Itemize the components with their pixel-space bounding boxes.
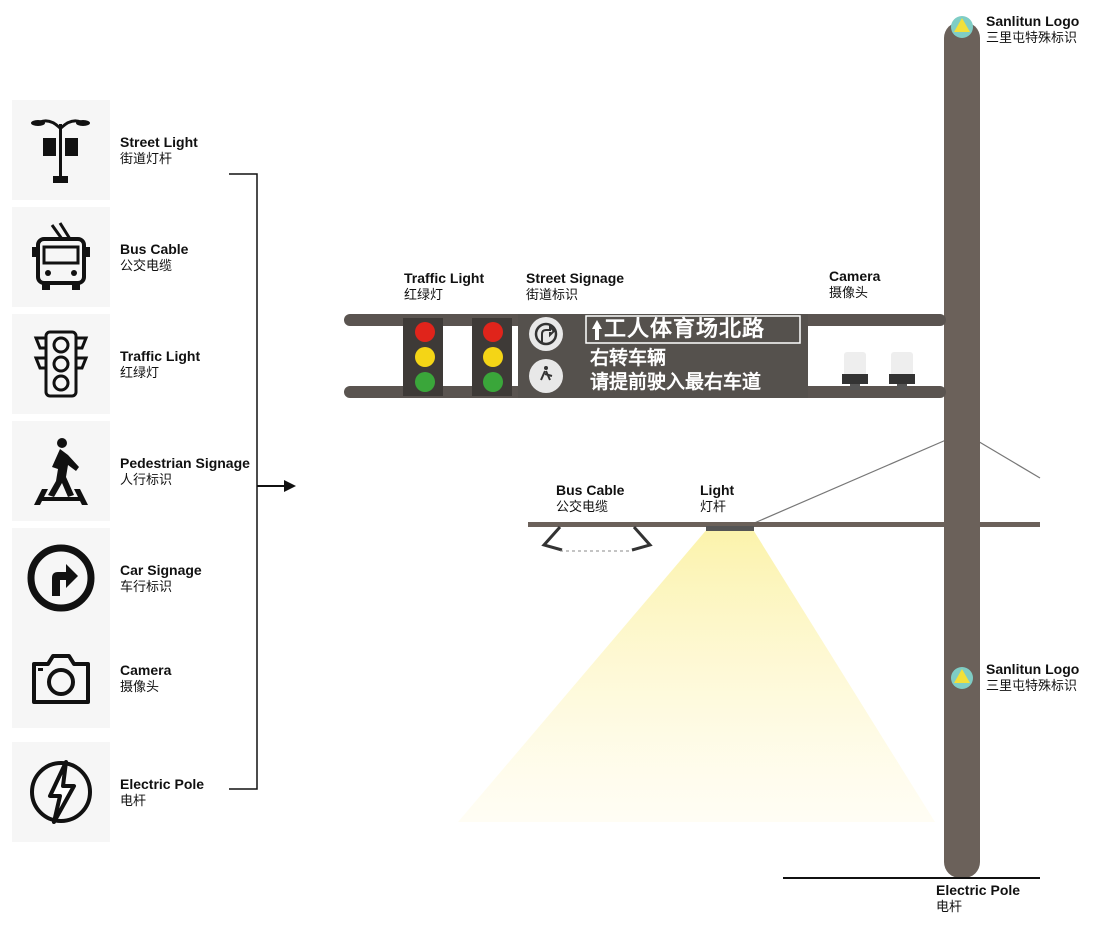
- label-en: Sanlitun Logo: [986, 13, 1080, 29]
- label-en: Bus Cable: [556, 482, 625, 498]
- label-light: Light 灯杆: [700, 482, 734, 515]
- legend-item-camera: Camera 摄像头: [0, 628, 240, 728]
- up-arrow-icon: [592, 320, 602, 340]
- electric-pole: [944, 22, 980, 878]
- legend-label-zh: 公交电缆: [120, 258, 173, 273]
- sign-line-1: 右转车辆: [590, 348, 667, 369]
- legend-label-zh: 红绿灯: [120, 365, 160, 380]
- legend-bracket: [229, 173, 258, 790]
- legend-tile: [12, 628, 110, 728]
- legend-item-pedestrian-signage: Pedestrian Signage 人行标识: [0, 421, 250, 521]
- label-bus-cable: Bus Cable 公交电缆: [556, 482, 624, 515]
- pedestrian-icon: [34, 438, 88, 505]
- legend-label-zh: 街道灯杆: [120, 151, 173, 166]
- sanlitun-logo-top: [951, 16, 973, 38]
- legend-label-zh: 摄像头: [120, 679, 160, 694]
- road-name-box: [585, 315, 801, 344]
- label-zh: 三里屯特殊标识: [986, 30, 1078, 45]
- legend-label-zh: 车行标识: [120, 579, 173, 594]
- street-lamp-head: [706, 526, 754, 531]
- label-en: Electric Pole: [936, 882, 1021, 898]
- legend-tile: [12, 742, 110, 842]
- legend-label-en: Electric Pole: [120, 776, 205, 792]
- legend-label-en: Car Signage: [120, 562, 202, 578]
- legend-label-zh: 电杆: [120, 793, 147, 808]
- legend-label-zh: 人行标识: [120, 472, 173, 487]
- overhead-cable: [975, 439, 1041, 479]
- label-camera: Camera 摄像头: [829, 268, 880, 301]
- traffic-light-1: [403, 318, 443, 396]
- label-en: Sanlitun Logo: [986, 661, 1080, 677]
- label-electric-pole: Electric Pole 电杆: [936, 882, 1020, 915]
- sign-pedestrian-icon: [529, 359, 563, 393]
- legend-tile: [12, 528, 110, 628]
- overhead-cable: [751, 439, 947, 525]
- arrow-right-icon: [284, 480, 296, 492]
- label-sanlitun-logo-top: Sanlitun Logo 三里屯特殊标识: [986, 13, 1079, 46]
- bus-cable-arm: [528, 522, 1040, 527]
- legend-tile: [12, 421, 110, 521]
- label-zh: 红绿灯: [404, 287, 444, 302]
- label-zh: 街道标识: [526, 287, 579, 302]
- legend-tile: [12, 100, 110, 200]
- label-en: Light: [700, 482, 735, 498]
- legend-item-car-signage: Car Signage 车行标识: [0, 528, 240, 628]
- street-light-icon: [31, 119, 90, 183]
- legend-tile: [12, 207, 110, 307]
- bus-icon: [32, 222, 90, 290]
- street-sign-panel: [518, 314, 808, 398]
- right-turn-arrow-icon: [27, 544, 95, 612]
- label-sanlitun-logo-mid: Sanlitun Logo 三里屯特殊标识: [986, 661, 1079, 694]
- light-beam: [458, 528, 935, 822]
- label-zh: 灯杆: [700, 499, 727, 514]
- label-traffic-light: Traffic Light 红绿灯: [404, 270, 484, 303]
- legend-label-en: Camera: [120, 662, 172, 678]
- camera-icon: [32, 654, 90, 704]
- label-zh: 电杆: [936, 899, 963, 914]
- legend-label-en: Traffic Light: [120, 348, 201, 364]
- camera-2: [889, 352, 915, 390]
- label-en: Traffic Light: [404, 270, 485, 286]
- legend-item-traffic-light: Traffic Light 红绿灯: [0, 314, 240, 414]
- camera-1: [842, 352, 868, 390]
- legend-item-bus-cable: Bus Cable 公交电缆: [0, 207, 240, 307]
- legend-item-street-light: Street Light 街道灯杆: [0, 100, 240, 200]
- label-zh: 公交电缆: [556, 499, 609, 514]
- sign-road-name: 工人体育场北路: [604, 316, 766, 341]
- label-en: Street Signage: [526, 270, 625, 286]
- sign-line-2: 请提前驶入最右车道: [590, 372, 762, 393]
- sanlitun-logo-mid: [951, 667, 973, 689]
- traffic-light-2: [472, 318, 512, 396]
- label-zh: 三里屯特殊标识: [986, 678, 1078, 693]
- legend-label-en: Pedestrian Signage: [120, 455, 250, 471]
- legend-tile: [12, 314, 110, 414]
- legend-label-en: Bus Cable: [120, 241, 189, 257]
- label-en: Camera: [829, 268, 881, 284]
- sign-right-turn-icon: [529, 317, 563, 351]
- legend-item-electric-pole: Electric Pole 电杆: [0, 742, 240, 842]
- label-street-signage: Street Signage 街道标识: [526, 270, 624, 303]
- bus-cable-hanger: [541, 526, 653, 552]
- legend-label-en: Street Light: [120, 134, 198, 150]
- label-zh: 摄像头: [829, 285, 869, 300]
- lightning-icon: [30, 760, 92, 824]
- traffic-light-icon: [33, 330, 89, 398]
